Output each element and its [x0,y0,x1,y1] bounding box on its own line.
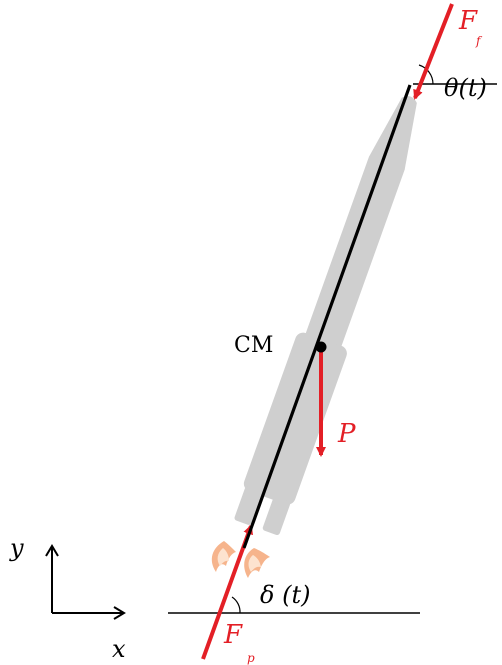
friction-force-label: F [458,6,478,36]
thrust-force-subscript: p [247,651,255,665]
flame-left-inner [217,548,229,566]
theta-angle-label: θ(t) [444,74,487,102]
thrust-force-label: F [223,620,243,650]
y-axis-label: y [9,534,24,562]
flame-right-inner [248,555,261,572]
rocket-body [234,96,417,536]
rocket-upper-fuselage [301,153,405,362]
rocket-nozzle-right [262,496,291,536]
delta-angle-arc [231,596,241,614]
center-of-mass-label: CM [234,333,273,358]
friction-force-subscript: f [475,34,483,48]
x-axis-label: x [112,635,126,663]
rocket-axis [242,84,412,549]
rocket-nozzle-left [234,486,262,525]
center-of-mass-dot [315,341,327,353]
exhaust-flames [211,541,270,578]
delta-angle-label: δ (t) [260,581,310,609]
rocket-nose-cone [368,96,417,170]
weight-label: P [337,419,356,449]
theta-angle-arc [418,64,434,85]
thrust-force-arrow [201,524,253,660]
friction-force-arrow [413,3,454,100]
